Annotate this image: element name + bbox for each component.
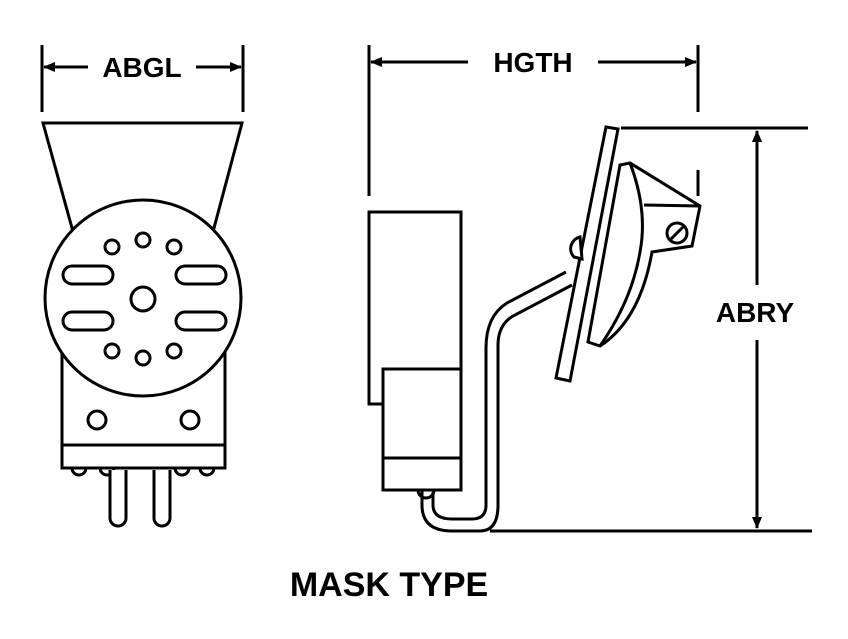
mask-cup-rim bbox=[598, 162, 644, 347]
side-body-base bbox=[381, 456, 463, 492]
mask-plate bbox=[554, 125, 620, 383]
contact-slot bbox=[61, 310, 115, 332]
abry-label: ABRY bbox=[716, 297, 795, 328]
funnel-shield bbox=[41, 121, 244, 230]
contact-slot bbox=[174, 264, 228, 286]
hgth-label: HGTH bbox=[493, 47, 572, 78]
mask-screw-slot bbox=[669, 225, 685, 241]
center-hole bbox=[129, 285, 157, 313]
base-bump-4 bbox=[198, 467, 216, 477]
contact-hole bbox=[103, 238, 121, 256]
mask-cup-top-edge bbox=[643, 203, 701, 208]
side-body-lower bbox=[381, 367, 463, 460]
contact-hole bbox=[134, 231, 152, 249]
diagram-caption: MASK TYPE bbox=[290, 566, 488, 604]
contact-slot bbox=[61, 264, 115, 286]
wire-arm-outer bbox=[420, 283, 573, 533]
contact-slot bbox=[174, 310, 228, 332]
contact-hole bbox=[134, 349, 152, 367]
side-view bbox=[367, 45, 812, 533]
front-view bbox=[40, 45, 245, 528]
contact-hole bbox=[165, 238, 183, 256]
mount-hole-left bbox=[86, 409, 108, 431]
contact-hole bbox=[165, 342, 183, 360]
socket-face-disc bbox=[43, 198, 243, 398]
socket-base bbox=[60, 443, 227, 470]
wire-arm-inner bbox=[431, 270, 567, 521]
pin-right bbox=[152, 470, 172, 528]
base-bump-1 bbox=[70, 467, 88, 477]
mount-hole-right bbox=[179, 409, 201, 431]
abgl-label: ABGL bbox=[102, 52, 181, 83]
base-bump-3 bbox=[173, 467, 191, 477]
mask-knob bbox=[569, 235, 584, 261]
pin-left bbox=[108, 470, 128, 528]
contact-hole bbox=[103, 342, 121, 360]
